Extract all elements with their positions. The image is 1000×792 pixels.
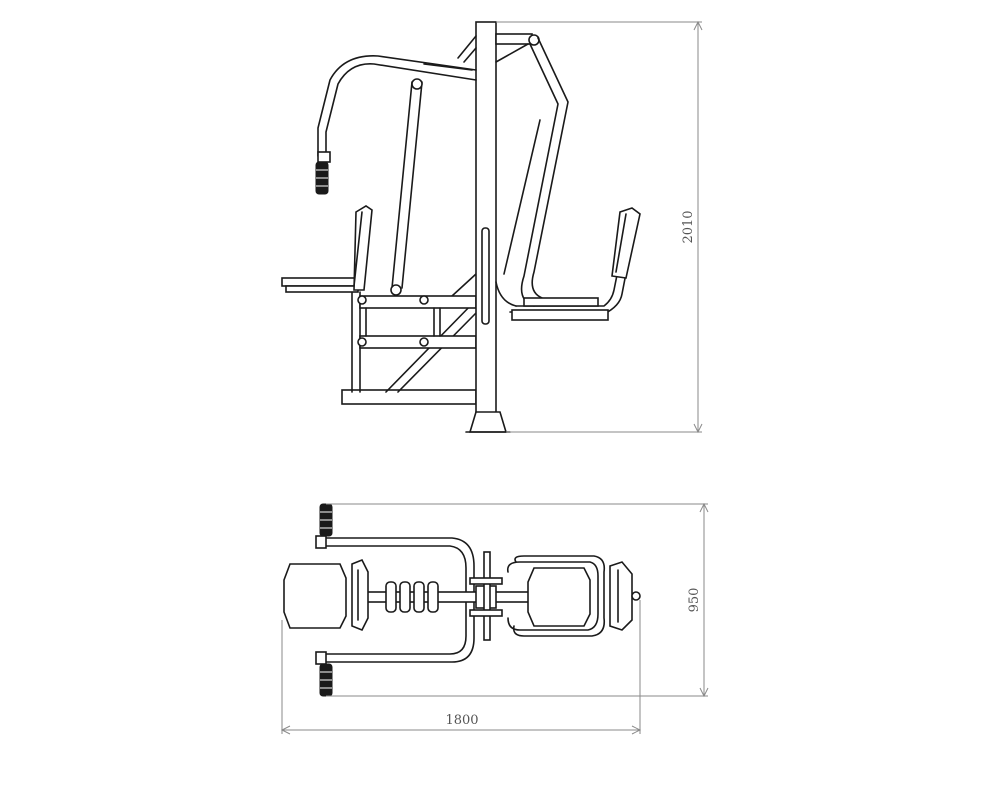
dimension-height: 2010 (496, 20, 703, 434)
length-dimension-label: 1800 (445, 713, 478, 728)
width-dimension-label: 950 (687, 588, 702, 613)
left-seat (281, 205, 373, 293)
dimension-width: 950 (326, 502, 709, 698)
top-view (283, 503, 641, 697)
left-handle-arm (315, 55, 477, 195)
linkage-rod (390, 78, 423, 296)
cross-bars (357, 295, 477, 349)
height-dimension-label: 2010 (681, 210, 696, 243)
side-view (281, 21, 641, 433)
right-swing-arm (495, 37, 641, 321)
central-beam (365, 551, 563, 641)
main-post (465, 21, 511, 433)
right-seat-top (506, 555, 641, 637)
dimension-length: 1800 (280, 600, 642, 735)
left-seat-top (283, 558, 369, 632)
top-brace (457, 33, 540, 63)
